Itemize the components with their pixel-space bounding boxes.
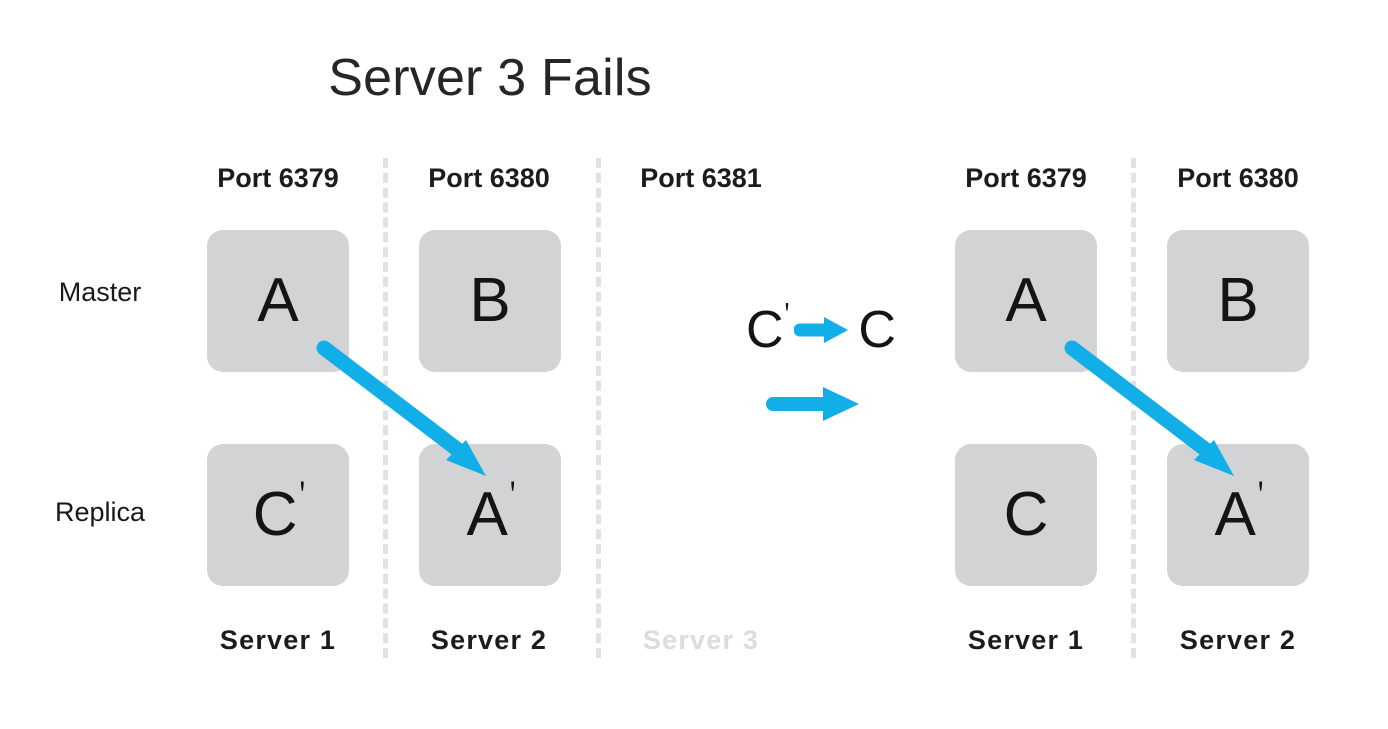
node-box-left-s1-master[interactable]: A	[207, 230, 349, 372]
node-letter: A	[257, 266, 299, 335]
node-glyph: B	[469, 270, 510, 332]
node-box-right-s2-replica[interactable]: Aꞌ	[1167, 444, 1309, 586]
node-box-left-s2-master[interactable]: B	[419, 230, 561, 372]
arrow-right-icon	[793, 313, 852, 347]
port-label-left-1: Port 6379	[217, 163, 339, 193]
prime-mark: ꞌ	[509, 477, 516, 511]
node-letter: B	[1217, 266, 1259, 335]
prime-mark: ꞌ	[299, 477, 306, 511]
node-box-right-s1-master[interactable]: A	[955, 230, 1097, 372]
node-glyph: C	[1004, 484, 1049, 546]
node-box-left-s1-replica[interactable]: Cꞌ	[207, 444, 349, 586]
port-label-right-1: Port 6379	[965, 163, 1087, 193]
node-glyph: A	[257, 270, 298, 332]
node-box-right-s2-master[interactable]: B	[1167, 230, 1309, 372]
node-letter: A	[466, 480, 508, 549]
transition-arrow-right-icon	[765, 380, 865, 428]
column-divider-1	[383, 158, 388, 658]
node-letter: B	[469, 266, 511, 335]
node-letter: A	[1005, 266, 1047, 335]
node-glyph: A	[1005, 270, 1046, 332]
row-label-master: Master	[58, 277, 142, 307]
prime-mark: ꞌ	[1257, 477, 1264, 511]
server-label-left-3-failed: Server 3	[642, 625, 760, 655]
port-label-left-3: Port 6381	[640, 163, 762, 193]
row-label-replica: Replica	[54, 497, 146, 527]
node-glyph: Aꞌ	[1214, 479, 1263, 546]
promotion-to: C	[858, 304, 896, 356]
page-title: Server 3 Fails	[328, 49, 652, 107]
server-label-left-1: Server 1	[219, 625, 337, 655]
promotion-to-letter: C	[858, 301, 896, 359]
node-letter: C	[1003, 480, 1049, 549]
server-label-left-2: Server 2	[430, 625, 548, 655]
port-label-left-2: Port 6380	[428, 163, 550, 193]
promotion-from-letter: C	[746, 301, 784, 359]
node-letter: C	[252, 480, 298, 549]
node-glyph: B	[1217, 270, 1258, 332]
port-label-right-2: Port 6380	[1177, 163, 1299, 193]
node-box-right-s1-replica[interactable]: C	[955, 444, 1097, 586]
server-label-right-1: Server 1	[967, 625, 1085, 655]
node-letter: A	[1214, 480, 1256, 549]
node-glyph: Aꞌ	[466, 479, 515, 546]
server-label-right-2: Server 2	[1179, 625, 1297, 655]
node-glyph: Cꞌ	[253, 479, 306, 546]
promotion-from: Cꞌ	[746, 300, 789, 359]
column-divider-3	[1131, 158, 1136, 658]
promotion-annotation: Cꞌ C	[726, 300, 916, 360]
column-divider-2	[596, 158, 601, 658]
prime-mark: ꞌ	[784, 298, 790, 327]
node-box-left-s2-replica[interactable]: Aꞌ	[419, 444, 561, 586]
